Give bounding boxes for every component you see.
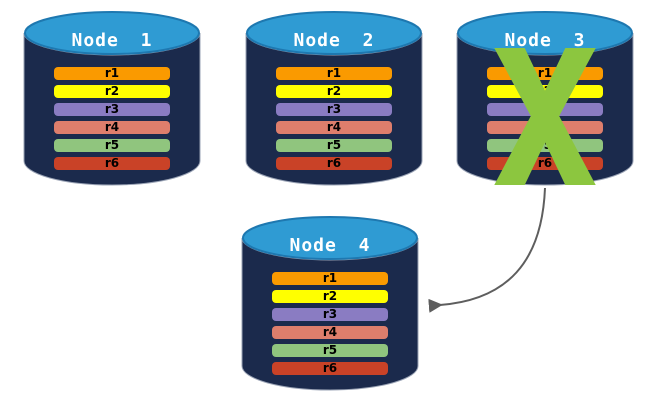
record-label: r2 <box>104 84 120 98</box>
record-label: r3 <box>104 102 120 116</box>
record-bar: r3 <box>272 308 388 321</box>
record-bar: r4 <box>487 121 603 134</box>
record-bar: r6 <box>487 157 603 170</box>
node-title: Node 2 <box>293 30 375 51</box>
record-list: r1 r2 r3 r4 r5 r6 <box>276 67 392 170</box>
record-bar: r5 <box>272 344 388 357</box>
record-label: r4 <box>537 120 553 134</box>
record-bar: r3 <box>487 103 603 116</box>
record-label: r2 <box>537 84 553 98</box>
db-node-1: Node 1 r1 r2 r3 r4 r5 r6 <box>23 9 201 187</box>
record-bar: r5 <box>54 139 170 152</box>
record-bar: r2 <box>54 85 170 98</box>
record-label: r3 <box>322 307 338 321</box>
record-bar: r6 <box>276 157 392 170</box>
record-list: r1 r2 r3 r4 r5 r6 <box>487 67 603 170</box>
record-label: r1 <box>537 66 553 80</box>
record-label: r4 <box>322 325 338 339</box>
db-node-4: Node 4 r1 r2 r3 r4 r5 r6 <box>241 214 419 392</box>
cylinder-top <box>246 11 422 55</box>
record-label: r5 <box>326 138 342 152</box>
record-label: r2 <box>326 84 342 98</box>
record-bar: r3 <box>54 103 170 116</box>
node-title: Node 4 <box>289 235 371 256</box>
record-bar: r4 <box>272 326 388 339</box>
db-node-3: Node 3 r1 r2 r3 r4 r5 r6 <box>456 9 634 187</box>
record-list: r1 r2 r3 r4 r5 r6 <box>272 272 388 375</box>
cylinder-top <box>24 11 200 55</box>
record-label: r5 <box>104 138 120 152</box>
record-label: r6 <box>537 156 553 170</box>
record-bar: r1 <box>276 67 392 80</box>
cylinder-top <box>242 216 418 260</box>
record-label: r3 <box>537 102 553 116</box>
record-label: r6 <box>326 156 342 170</box>
record-label: r6 <box>104 156 120 170</box>
arrow-curve <box>428 187 546 313</box>
node-title: Node 1 <box>71 30 153 51</box>
record-label: r1 <box>326 66 342 80</box>
record-bar: r4 <box>276 121 392 134</box>
record-bar: r5 <box>276 139 392 152</box>
record-bar: r1 <box>487 67 603 80</box>
node-title: Node 3 <box>504 30 586 51</box>
record-bar: r1 <box>54 67 170 80</box>
record-bar: r6 <box>272 362 388 375</box>
record-label: r5 <box>322 343 338 357</box>
record-list: r1 r2 r3 r4 r5 r6 <box>54 67 170 170</box>
record-bar: r5 <box>487 139 603 152</box>
record-bar: r2 <box>487 85 603 98</box>
record-label: r2 <box>322 289 338 303</box>
record-label: r6 <box>322 361 338 375</box>
record-label: r3 <box>326 102 342 116</box>
record-label: r4 <box>326 120 342 134</box>
record-bar: r6 <box>54 157 170 170</box>
record-label: r5 <box>537 138 553 152</box>
record-label: r1 <box>104 66 120 80</box>
record-bar: r3 <box>276 103 392 116</box>
db-node-2: Node 2 r1 r2 r3 r4 r5 r6 <box>245 9 423 187</box>
record-bar: r4 <box>54 121 170 134</box>
record-label: r4 <box>104 120 120 134</box>
record-bar: r1 <box>272 272 388 285</box>
record-label: r1 <box>322 271 338 285</box>
record-bar: r2 <box>272 290 388 303</box>
record-bar: r2 <box>276 85 392 98</box>
